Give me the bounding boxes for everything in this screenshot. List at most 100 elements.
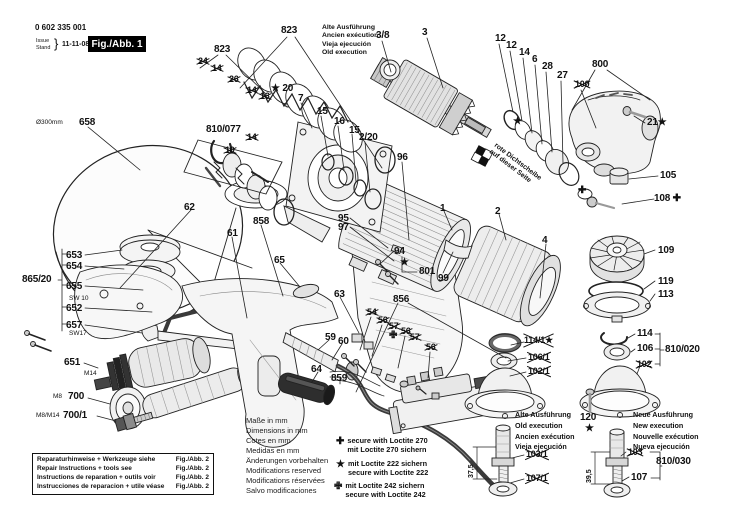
part-callout: 106 bbox=[637, 343, 654, 354]
part-callout: SW17 bbox=[69, 330, 87, 337]
part-callout: M8 bbox=[53, 393, 63, 400]
bearing-cover bbox=[453, 225, 561, 327]
part-callout: 16 bbox=[334, 116, 345, 127]
figure-label: Fig./Abb. 1 bbox=[91, 38, 143, 50]
loctite-222-marker: ★ bbox=[513, 116, 522, 127]
grip-housing bbox=[181, 278, 339, 448]
part-callout: 800 bbox=[592, 59, 609, 70]
part-callout: 56 bbox=[401, 326, 411, 336]
part-callout: 653 bbox=[66, 250, 83, 261]
part-callout: 654 bbox=[66, 261, 83, 272]
housing-half-left bbox=[74, 264, 183, 340]
part-callout: 865/20 bbox=[22, 274, 52, 285]
spindle-new bbox=[590, 428, 631, 498]
document-part-number: 0 602 335 001 bbox=[35, 23, 87, 32]
instruction-text: Reparaturhinweise + Werkzeuge siehe bbox=[37, 456, 156, 463]
part-callout: 15 bbox=[317, 106, 328, 117]
part-callout: 59 bbox=[325, 332, 336, 343]
part-callout: 100 bbox=[575, 79, 590, 89]
part-callout: 24 bbox=[198, 56, 208, 66]
part-callout: 652 bbox=[66, 303, 83, 314]
part-callout: 56 bbox=[426, 342, 436, 352]
part-callout: 28 bbox=[542, 61, 553, 72]
armature bbox=[369, 56, 492, 138]
part-callout: ★ 20 bbox=[271, 83, 294, 94]
part-callout: 57 bbox=[410, 332, 420, 342]
part-callout: 119 bbox=[658, 276, 674, 287]
part-callout: 103 bbox=[628, 447, 643, 457]
side-handle bbox=[93, 337, 211, 392]
figure-reference: Fig./Abb. 2 bbox=[175, 474, 209, 482]
legend-symbol: ✚ bbox=[336, 436, 345, 447]
loctite-242-marker: ✙ bbox=[389, 330, 398, 341]
bearing-stack-new bbox=[579, 332, 661, 418]
part-callout: 3/8 bbox=[376, 30, 390, 41]
part-callout: 14 bbox=[212, 63, 222, 73]
part-callout: 856 bbox=[393, 294, 410, 305]
part-callout: 26 bbox=[229, 74, 239, 84]
instruction-text: Repair Instructions + tools see bbox=[37, 465, 132, 473]
part-callout: 4 bbox=[542, 235, 548, 246]
part-callout: 27 bbox=[557, 70, 568, 81]
air-deflector bbox=[443, 239, 473, 259]
part-callout: 39,5 bbox=[586, 469, 593, 483]
loctite-270-marker: ✚ bbox=[578, 185, 587, 196]
part-callout: 107 bbox=[631, 472, 648, 483]
part-callout: 859 bbox=[331, 373, 348, 384]
issue-label: Issue bbox=[36, 38, 50, 44]
repair-instruction-row: Instructions de reparation + outils voir… bbox=[37, 475, 209, 482]
part-callout: 64 bbox=[311, 364, 322, 375]
fan bbox=[589, 235, 645, 283]
part-callout: 54 bbox=[367, 307, 377, 317]
gear-housing bbox=[568, 90, 661, 210]
brace-glyph: } bbox=[54, 36, 59, 51]
part-callout: 96 bbox=[397, 152, 408, 163]
part-callout: 657 bbox=[66, 320, 83, 331]
part-callout: 107/1 bbox=[526, 473, 548, 483]
part-callout: 63 bbox=[334, 289, 345, 300]
part-callout: 106/1 bbox=[528, 352, 550, 362]
part-callout: 14 bbox=[247, 85, 257, 95]
cable-assembly bbox=[277, 332, 501, 493]
part-callout: 700 bbox=[68, 391, 85, 402]
part-callout: 94 bbox=[394, 246, 405, 257]
figure-reference: Fig./Abb. 2 bbox=[175, 483, 209, 491]
part-callout: 655 bbox=[66, 281, 83, 292]
part-callout: 120 bbox=[580, 412, 597, 423]
part-callout: 56 bbox=[378, 315, 388, 325]
part-callout: 65 bbox=[274, 255, 285, 266]
part-callout: 658 bbox=[79, 117, 96, 128]
issue-stand-label: Issue Stand bbox=[36, 38, 50, 52]
part-callout: 810/077 bbox=[206, 124, 241, 135]
part-callout: 2/20 bbox=[359, 132, 378, 143]
bearing-stack-old bbox=[464, 333, 546, 419]
part-callout: 651 bbox=[64, 357, 81, 368]
part-callout: 16 bbox=[260, 91, 270, 101]
part-callout: 114 bbox=[637, 328, 653, 339]
part-callout: 1 bbox=[440, 203, 446, 214]
loctite-222-marker: ★ bbox=[585, 423, 594, 434]
part-callout: 810/030 bbox=[656, 456, 691, 467]
part-callout: 3 bbox=[422, 27, 428, 38]
part-callout: 97 bbox=[338, 222, 349, 233]
repair-instruction-row: Instrucciones de reparacion + utile véas… bbox=[37, 484, 209, 491]
part-callout: 103/1 bbox=[526, 449, 548, 459]
part-callout: 14 bbox=[519, 47, 530, 58]
part-callout: M8/M14 bbox=[36, 412, 60, 419]
stand-label: Stand bbox=[36, 44, 51, 51]
instruction-text: Instructions de reparation + outils voir bbox=[37, 474, 156, 482]
loctite-222-marker: ★ bbox=[400, 257, 409, 268]
part-callout: 95 bbox=[338, 213, 349, 224]
part-callout: 102 bbox=[637, 359, 652, 369]
part-callout: 6 bbox=[532, 54, 538, 65]
part-callout: 15 bbox=[349, 125, 360, 136]
